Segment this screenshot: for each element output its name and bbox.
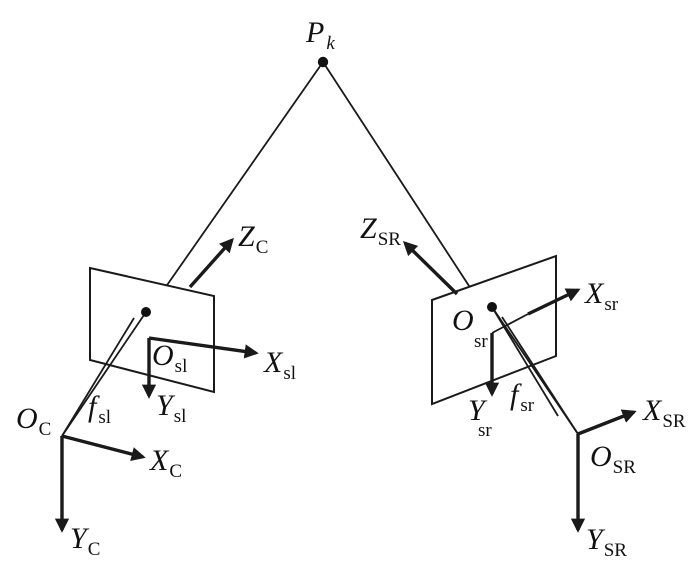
label-xsl: Xsl [263, 346, 296, 384]
ray-left-to-pk [164, 61, 324, 289]
focal-line-right-3 [491, 306, 559, 417]
point-right-principal [487, 302, 497, 312]
xsr-axis-arrow-head [527, 288, 581, 316]
label-ysr2: YSR [586, 523, 627, 561]
focal-line-left [61, 311, 147, 437]
xsr-axis-arrow [491, 313, 529, 334]
focal-line-left-2 [61, 317, 135, 437]
xsl-axis-arrow [148, 336, 259, 359]
point-pk [317, 56, 329, 68]
label-osr2: OSR [590, 440, 636, 478]
zc-axis-arrow [188, 237, 234, 289]
right-image-plane [431, 254, 557, 406]
label-osl: Osl [152, 339, 187, 377]
label-oc: OC [16, 402, 51, 440]
label-xsr2: XSR [642, 394, 686, 432]
label-yc: YC [70, 522, 100, 560]
xsr2-axis-arrow [577, 409, 637, 436]
label-ysl: Ysl [156, 389, 186, 427]
point-left-principal [141, 307, 151, 317]
label-xc: XC [149, 444, 182, 482]
label-xsr: Xsr [584, 277, 619, 315]
label-osr: Osr [452, 304, 488, 352]
xc-axis-arrow [61, 434, 146, 462]
ray-right-to-pk [322, 61, 474, 293]
label-zsr: ZSR [360, 212, 401, 250]
left-image-plane [89, 266, 215, 394]
focal-line-right-2 [501, 316, 579, 435]
label-zc: ZC [238, 220, 268, 258]
zsr-axis-arrow [402, 241, 459, 296]
